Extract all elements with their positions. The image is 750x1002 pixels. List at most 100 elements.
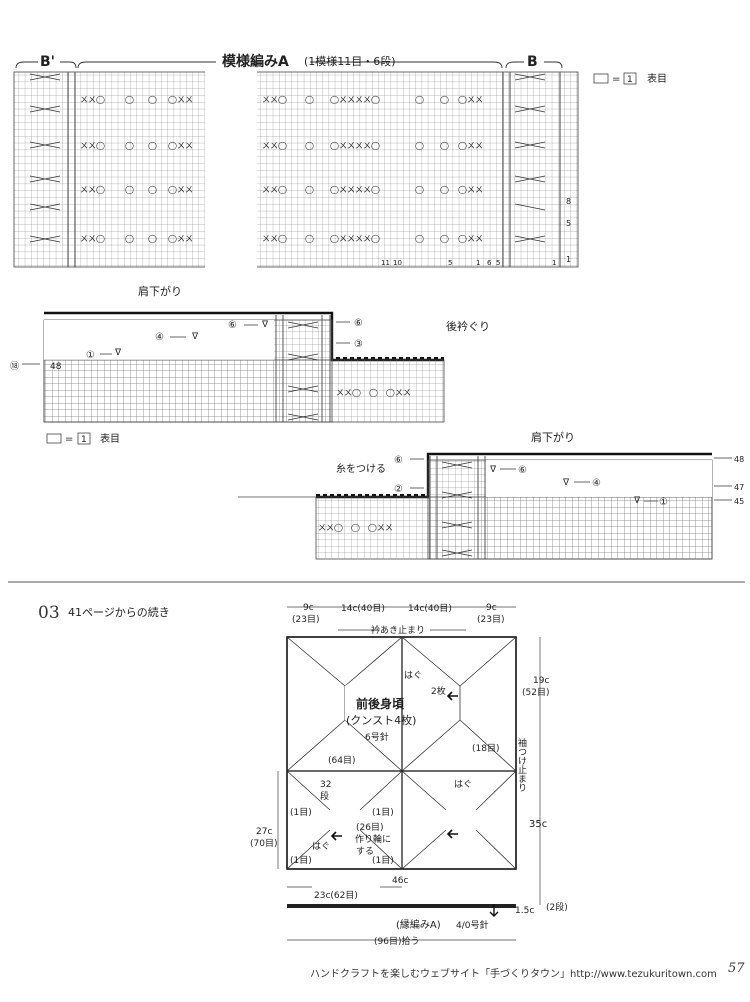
footer-text: ハンドクラフトを楽しむウェブサイト「手づくりタウン」http://www.tez… (310, 969, 717, 980)
svg-text:5: 5 (566, 219, 571, 228)
svg-text:◯: ◯ (440, 141, 449, 150)
svg-text:27c: 27c (256, 827, 272, 837)
svg-text:◯ㄨㄨ: ◯ㄨㄨ (458, 185, 483, 194)
svg-text:ᐁ: ᐁ (563, 478, 570, 488)
svg-text:◯: ◯ (125, 234, 134, 243)
svg-text:1.5c: 1.5c (515, 906, 534, 916)
svg-text:段: 段 (320, 790, 329, 802)
sleeve-attach-label: 袖つけ止まり (516, 737, 527, 792)
svg-text:⑥: ⑥ (228, 320, 237, 331)
svg-text:◯ㄨㄨㄨㄨ◯: ◯ㄨㄨㄨㄨ◯ (330, 234, 380, 243)
svg-text:◯: ◯ (125, 185, 134, 194)
svg-text:ㄨㄨ◯: ㄨㄨ◯ (80, 185, 105, 194)
svg-text:◯ㄨㄨㄨㄨ◯: ◯ㄨㄨㄨㄨ◯ (330, 185, 380, 194)
svg-text:◯ㄨㄨ: ◯ㄨㄨ (168, 141, 193, 150)
svg-text:⑥: ⑥ (394, 455, 403, 466)
svg-text:◯ㄨㄨㄨㄨ◯: ◯ㄨㄨㄨㄨ◯ (330, 95, 380, 104)
svg-text:はぐ: はぐ (404, 670, 422, 681)
svg-text:◯ㄨㄨ: ◯ㄨㄨ (458, 234, 483, 243)
svg-text:◯ㄨㄨ: ◯ㄨㄨ (168, 234, 193, 243)
svg-text:◯: ◯ (440, 234, 449, 243)
svg-text:◯: ◯ (415, 185, 424, 194)
legend-blank-square (593, 73, 609, 84)
svg-text:⑱: ⑱ (10, 361, 19, 372)
svg-text:1: 1 (81, 435, 87, 445)
middle-shoulder-chart: 肩下がり 後衿ぐり ㄨㄨ◯ ◯ ◯ㄨㄨ 48 ⑱ ① ᐁ ④ ᐁ ⑥ ᐁ ⑥ ③ (10, 284, 490, 445)
right-shoulder-chart: 肩下がり ㄨㄨ◯ ◯ ◯ㄨㄨ ⑥ 糸をつける ② ⑥ ④ ① ᐁ ᐁ ᐁ 48 … (238, 430, 744, 560)
svg-text:◯: ◯ (415, 141, 424, 150)
svg-text:=: = (65, 434, 73, 445)
svg-text:1: 1 (566, 255, 571, 264)
svg-text:◯: ◯ (305, 234, 314, 243)
svg-text:10: 10 (393, 259, 402, 267)
section-continued: 41ページからの続き (68, 605, 170, 619)
right-shoulder-title: 肩下がり (531, 430, 575, 444)
neck-title: 後衿ぐり (446, 319, 490, 333)
svg-text:23c(62目): 23c(62目) (314, 890, 358, 901)
svg-text:5: 5 (448, 259, 452, 267)
svg-text:ᐁ: ᐁ (490, 465, 497, 475)
svg-text:ㄨㄨ◯: ㄨㄨ◯ (262, 234, 287, 243)
svg-text:◯: ◯ (440, 185, 449, 194)
svg-text:9c: 9c (486, 603, 497, 613)
svg-text:◯: ◯ (305, 141, 314, 150)
svg-text:◯ㄨㄨ: ◯ㄨㄨ (168, 95, 193, 104)
chart-subtitle: (1模様11目・6段) (304, 54, 396, 68)
svg-text:14c(40目): 14c(40目) (408, 603, 452, 614)
svg-text:8: 8 (566, 197, 571, 206)
svg-text:2枚: 2枚 (431, 685, 446, 697)
svg-text:(1目): (1目) (290, 855, 312, 866)
svg-text:ᐁ: ᐁ (115, 348, 122, 358)
top-knitting-chart: ㄨㄨ◯ ◯ ◯ ◯ㄨㄨ ㄨㄨ◯ ◯ ◯ㄨㄨㄨㄨ◯ ◯ ◯ ◯ㄨㄨ ㄨㄨ◯ ◯ ◯ ◯ㄨㄨ ㄨㄨ◯ ◯ ◯ㄨ… (13, 53, 667, 268)
svg-text:9c: 9c (303, 603, 314, 613)
svg-text:1: 1 (476, 259, 480, 267)
svg-text:(52目): (52目) (522, 687, 549, 698)
svg-text:◯: ◯ (415, 95, 424, 104)
svg-text:1: 1 (552, 259, 556, 267)
svg-text:35c: 35c (529, 819, 547, 830)
svg-text:◯: ◯ (148, 185, 157, 194)
svg-text:48: 48 (734, 455, 744, 464)
neck-opening-label: 衿あき止まり (371, 624, 425, 636)
svg-text:ㄨㄨ◯: ㄨㄨ◯ (262, 141, 287, 150)
svg-text:◯ㄨㄨ: ◯ㄨㄨ (458, 141, 483, 150)
label-b-prime: B' (40, 54, 55, 70)
svg-text:◯: ◯ (125, 141, 134, 150)
svg-text:◯: ◯ (440, 95, 449, 104)
svg-text:ㄨㄨ◯: ㄨㄨ◯ (80, 141, 105, 150)
svg-text:④: ④ (155, 332, 164, 343)
cable-cross-marks (29, 73, 546, 243)
legend-text: 表目 (647, 72, 667, 85)
svg-text:6号針: 6号針 (365, 731, 389, 743)
svg-text:表目: 表目 (100, 432, 120, 445)
body-diagram: 9c 14c(40目) 14c(40目) 9c (23目) (23目) 衿あき止… (250, 603, 568, 947)
svg-text:ᐁ: ᐁ (634, 496, 641, 506)
svg-text:ᐁ: ᐁ (192, 332, 199, 342)
attach-yarn-label: 糸をつける (336, 463, 386, 475)
svg-text:◯: ◯ (305, 95, 314, 104)
svg-text:①: ① (659, 497, 668, 508)
svg-text:⑥: ⑥ (518, 465, 527, 476)
svg-text:6: 6 (487, 259, 492, 267)
svg-text:はぐ: はぐ (454, 779, 472, 790)
svg-text:◯: ◯ (148, 141, 157, 150)
svg-text:(1目): (1目) (372, 807, 394, 818)
svg-text:②: ② (394, 484, 403, 495)
svg-text:(23目): (23目) (292, 614, 319, 625)
svg-text:ᐁ: ᐁ (262, 320, 269, 330)
svg-text:④: ④ (592, 478, 601, 489)
svg-text:47: 47 (734, 483, 744, 492)
svg-text:(1目): (1目) (372, 855, 394, 866)
svg-text:ㄨㄨ◯ ◯ ◯ㄨㄨ: ㄨㄨ◯ ◯ ◯ㄨㄨ (318, 523, 393, 532)
svg-text:◯ㄨㄨㄨㄨ◯: ◯ㄨㄨㄨㄨ◯ (330, 141, 380, 150)
row-48-left: 48 (50, 362, 62, 372)
lace-symbol-rows: ㄨㄨ◯ ◯ ◯ ◯ㄨㄨ ㄨㄨ◯ ◯ ◯ㄨㄨㄨㄨ◯ ◯ ◯ ◯ㄨㄨ ㄨㄨ◯ ◯ ◯ ◯ㄨㄨ ㄨㄨ◯ ◯ ◯ㄨ… (80, 95, 483, 243)
diagram-subtitle: (クンスト4枚) (346, 713, 416, 727)
svg-text:作り輪に: 作り輪に (355, 833, 391, 845)
svg-text:(縁編みA): (縁編みA) (396, 918, 441, 931)
svg-text:◯: ◯ (148, 234, 157, 243)
middle-shoulder-title: 肩下がり (138, 284, 182, 298)
svg-text:◯: ◯ (125, 95, 134, 104)
section-number: 03 (38, 603, 60, 623)
